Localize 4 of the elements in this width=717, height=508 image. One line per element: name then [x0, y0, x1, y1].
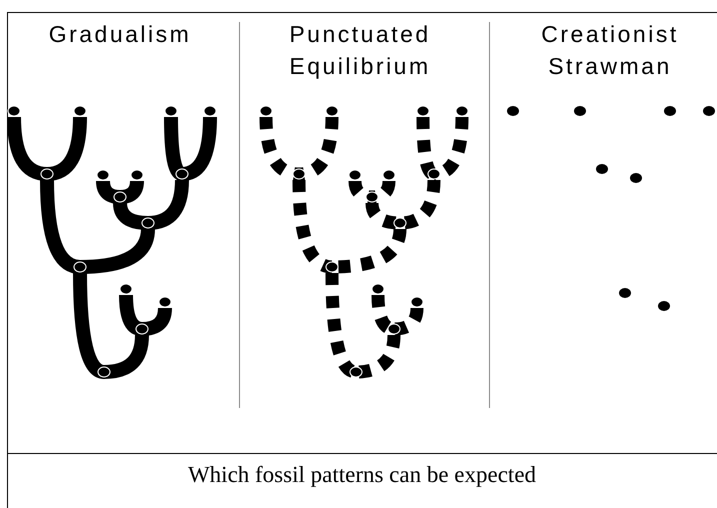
caption: Which fossil patterns can be expected: [186, 462, 538, 488]
panel-heading: Punctuated Equilibrium: [288, 20, 432, 81]
panel-heading: Gradualism: [48, 20, 192, 49]
panel-heading: Creationist Strawman: [540, 20, 680, 81]
